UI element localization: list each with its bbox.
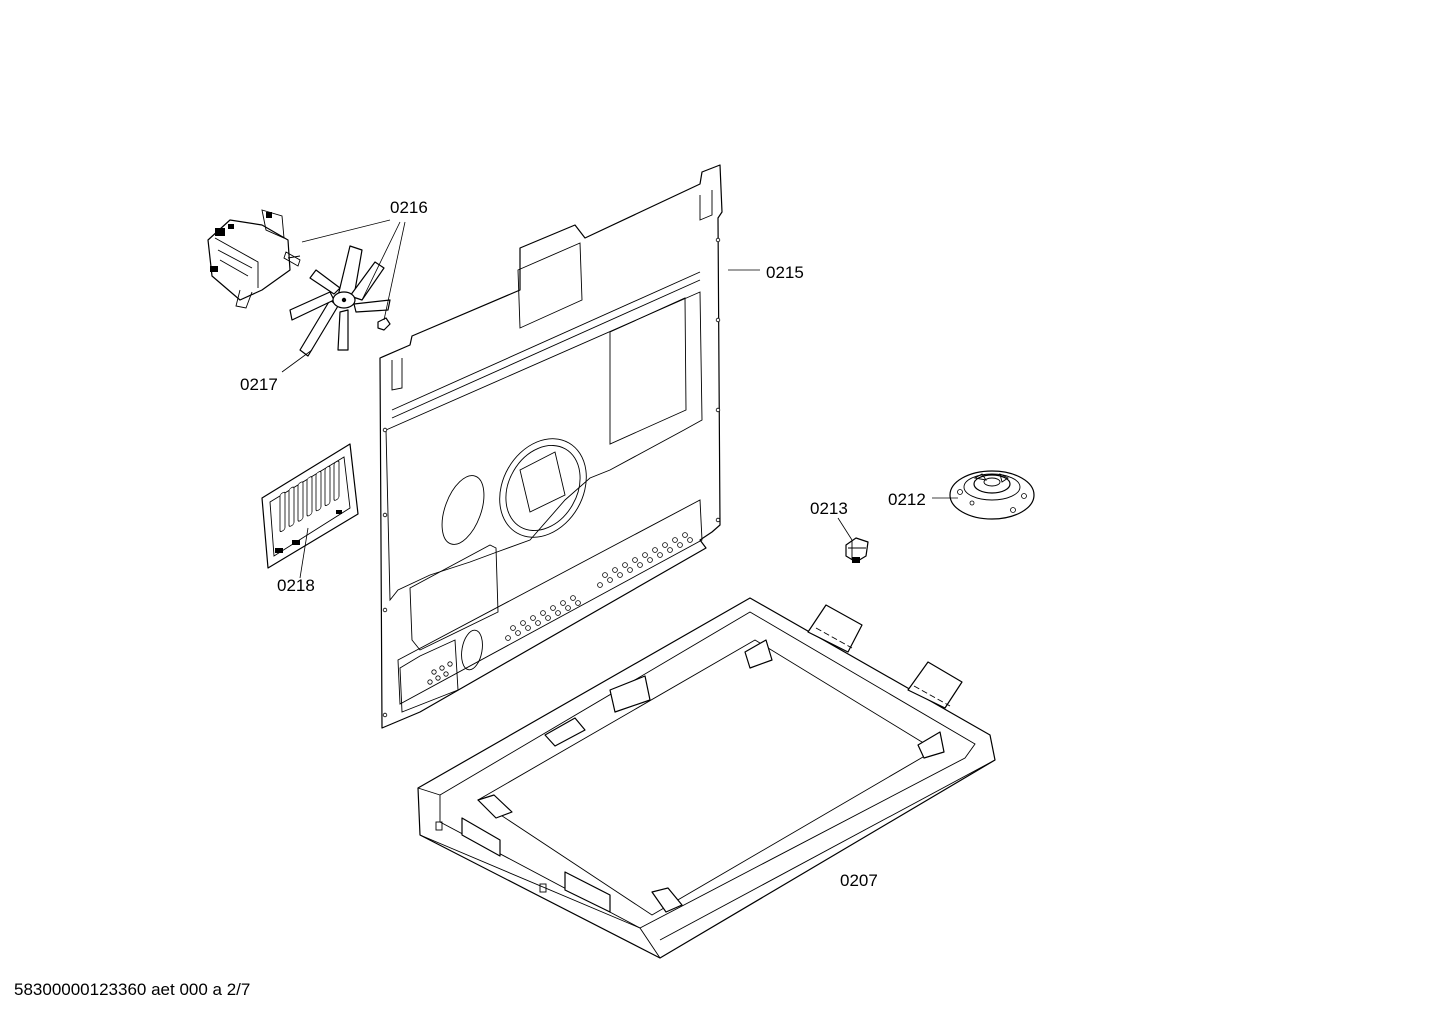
part-0207-bottom-tray[interactable] [417, 597, 996, 959]
vent-holes-left [427, 661, 453, 685]
label-0215: 0215 [766, 263, 804, 282]
grille-slots [279, 460, 340, 532]
vent-holes-middle [505, 595, 581, 641]
label-0207: 0207 [840, 871, 878, 890]
part-0218-grille[interactable] [261, 443, 359, 569]
vent-holes-right [597, 532, 693, 588]
part-0215-back-panel[interactable] [379, 164, 723, 729]
label-0212: 0212 [888, 490, 926, 509]
part-0212-bearing[interactable] [949, 470, 1035, 520]
part-0216-fan-motor[interactable] [207, 209, 301, 309]
label-0217: 0217 [240, 375, 278, 394]
document-code-footer: 58300000123360 aet 000 a 2/7 [14, 980, 251, 999]
panel-mount-holes [382, 237, 721, 718]
part-0217-fan-impeller[interactable] [289, 245, 391, 357]
part-0213-clip[interactable] [845, 537, 869, 563]
label-0216: 0216 [390, 198, 428, 217]
leader-lines [281, 219, 958, 579]
label-0218: 0218 [277, 576, 315, 595]
label-0213: 0213 [810, 499, 848, 518]
